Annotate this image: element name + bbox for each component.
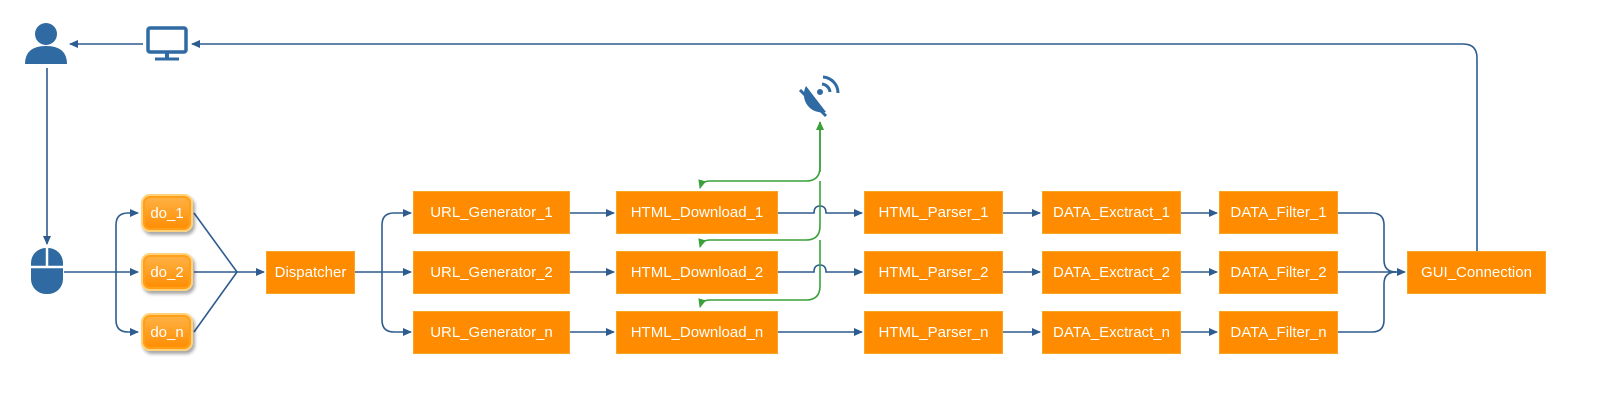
satellite-dish-icon <box>798 75 840 118</box>
node-data-extract-2: DATA_Exctract_2 <box>1042 251 1181 294</box>
node-do-n[interactable]: do_n <box>141 313 193 351</box>
node-html-parser-1: HTML_Parser_1 <box>864 191 1003 234</box>
node-url-generator-n: URL_Generator_n <box>413 311 570 354</box>
edge-don-to-dispatcher <box>193 271 238 333</box>
node-do-1[interactable]: do_1 <box>141 194 193 232</box>
edge-network-to-html1 <box>698 122 821 189</box>
node-html-download-1: HTML_Download_1 <box>616 191 778 234</box>
node-data-extract-n: DATA_Exctract_n <box>1042 311 1181 354</box>
edge-dispatcher-to-urln <box>381 272 412 336</box>
monitor-icon <box>146 26 188 61</box>
node-url-generator-2: URL_Generator_2 <box>413 251 570 294</box>
edge-network-to-html2 <box>698 181 821 248</box>
edge-gui-to-monitor <box>191 40 1478 251</box>
node-html-parser-2: HTML_Parser_2 <box>864 251 1003 294</box>
edge-filtern-to-gui <box>1338 271 1397 333</box>
edge-filter1-to-gui <box>1338 212 1397 273</box>
edge-do1-to-dispatcher <box>193 212 238 273</box>
edge-mouse-to-do1 <box>115 209 139 272</box>
user-icon <box>25 23 67 64</box>
edge-mouse-to-don <box>115 272 139 336</box>
edge-network-to-htmln <box>698 240 821 308</box>
node-gui-connection: GUI_Connection <box>1407 251 1546 294</box>
edge-dispatcher-to-url1 <box>381 209 412 272</box>
node-html-download-n: HTML_Download_n <box>616 311 778 354</box>
node-url-generator-1: URL_Generator_1 <box>413 191 570 234</box>
node-data-extract-1: DATA_Exctract_1 <box>1042 191 1181 234</box>
node-dispatcher: Dispatcher <box>266 251 355 294</box>
node-do-2[interactable]: do_2 <box>141 253 193 291</box>
node-html-download-2: HTML_Download_2 <box>616 251 778 294</box>
node-data-filter-1: DATA_Filter_1 <box>1219 191 1338 234</box>
node-data-filter-2: DATA_Filter_2 <box>1219 251 1338 294</box>
mouse-icon <box>31 248 63 294</box>
node-html-parser-n: HTML_Parser_n <box>864 311 1003 354</box>
node-data-filter-n: DATA_Filter_n <box>1219 311 1338 354</box>
